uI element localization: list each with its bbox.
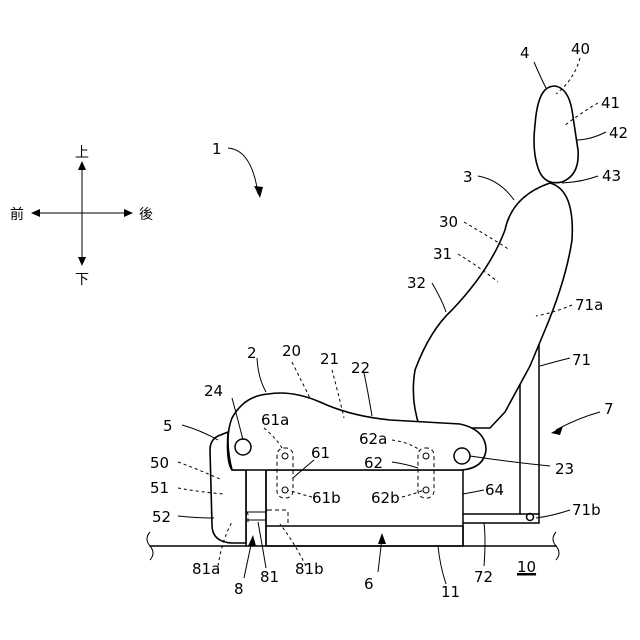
leader-1-arrow-icon (254, 186, 263, 198)
direction-rear-label: 後 (139, 207, 153, 223)
label-42: 42 (609, 124, 628, 142)
leader-6-arrow-icon (378, 533, 386, 544)
label-11: 11 (441, 583, 460, 601)
label-72: 72 (474, 568, 493, 586)
base-lower-rail (266, 526, 463, 546)
label-62b: 62b (371, 489, 400, 507)
label-41: 41 (601, 94, 620, 112)
leader-5 (182, 425, 218, 440)
arrow-up-icon (78, 161, 86, 170)
leader-32 (432, 283, 446, 312)
leader-1 (228, 148, 258, 194)
leader-7-arrow-icon (551, 426, 563, 435)
label-62: 62 (364, 454, 383, 472)
label-22: 22 (351, 359, 370, 377)
arrow-right-icon (124, 209, 133, 217)
label-52: 52 (152, 508, 171, 526)
label-50: 50 (150, 454, 169, 472)
leader-7 (556, 412, 600, 430)
direction-down-label: 下 (75, 272, 89, 288)
link-62b-pin (423, 487, 429, 493)
direction-up-label: 上 (75, 145, 89, 161)
label-2: 2 (247, 344, 257, 362)
label-6: 6 (364, 575, 374, 593)
leader-61b (288, 490, 312, 497)
label-61a: 61a (261, 411, 289, 429)
label-51: 51 (150, 479, 169, 497)
label-21: 21 (320, 350, 339, 368)
label-24: 24 (204, 382, 223, 400)
label-81a: 81a (192, 560, 220, 578)
arrow-down-icon (78, 257, 86, 266)
label-30: 30 (439, 213, 458, 231)
leader-4 (534, 62, 546, 88)
arrow-left-icon (31, 209, 40, 217)
leader-20 (292, 362, 310, 398)
label-5: 5 (163, 417, 173, 435)
label-1: 1 (212, 140, 222, 158)
label-81b: 81b (295, 560, 324, 578)
label-40: 40 (571, 40, 590, 58)
leader-2 (257, 358, 266, 392)
label-61: 61 (311, 444, 330, 462)
base-frame (266, 468, 463, 546)
leader-3 (478, 176, 514, 200)
leader-11 (438, 546, 446, 584)
leader-22 (364, 373, 372, 416)
label-8: 8 (234, 580, 244, 598)
label-20: 20 (282, 342, 301, 360)
label-64: 64 (485, 481, 504, 499)
label-3: 3 (463, 168, 473, 186)
label-61b: 61b (312, 489, 341, 507)
leader-52 (178, 516, 214, 518)
leader-64 (463, 490, 484, 494)
leader-81 (258, 522, 266, 568)
label-71b: 71b (572, 501, 601, 519)
label-71: 71 (572, 351, 591, 369)
label-10: 10 (517, 558, 536, 576)
label-71a: 71a (575, 296, 603, 314)
leader-71 (540, 358, 570, 366)
leader-8-arrow-icon (248, 535, 256, 546)
label-23: 23 (555, 460, 574, 478)
link-61b-pin (282, 487, 288, 493)
label-62a: 62a (359, 430, 387, 448)
leader-42 (576, 132, 606, 140)
label-43: 43 (602, 167, 621, 185)
direction-indicator: 上 下 前 後 (10, 145, 153, 288)
front-pivot-81b (266, 510, 288, 526)
label-32: 32 (407, 274, 426, 292)
headrest (534, 86, 578, 183)
direction-front-label: 前 (10, 206, 24, 223)
label-4: 4 (520, 44, 530, 62)
backrest (413, 183, 572, 428)
leader-71b (536, 510, 570, 518)
label-31: 31 (433, 245, 452, 263)
label-81: 81 (260, 568, 279, 586)
label-7: 7 (604, 400, 614, 418)
leader-72 (484, 523, 485, 566)
